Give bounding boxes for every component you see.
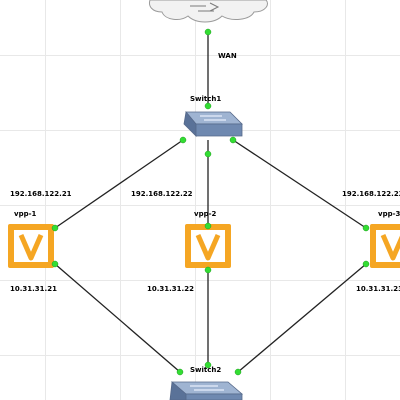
vpp3-label: vpp-3 xyxy=(378,210,400,218)
switch2-node[interactable]: Switch2 xyxy=(169,366,244,400)
port-cloud[interactable] xyxy=(204,28,212,36)
link-vpp3-switch2[interactable] xyxy=(237,263,367,373)
switch2-label: Switch2 xyxy=(190,366,221,374)
links xyxy=(54,32,367,373)
port-vpp1-top[interactable] xyxy=(51,224,59,232)
switch1-label: Switch1 xyxy=(190,95,221,103)
port-switch1-top[interactable] xyxy=(204,102,212,110)
vpp2-label: vpp-2 xyxy=(194,210,216,218)
vpp-router-icon xyxy=(370,224,400,268)
switch-icon xyxy=(169,381,244,400)
port-vpp3-bottom[interactable] xyxy=(362,260,370,268)
vpp1-node[interactable]: 192.168.122.21 vpp-1 10.31.31.21 xyxy=(8,190,72,293)
vpp2-ip-upper: 192.168.122.22 xyxy=(131,190,193,198)
vpp3-ip-lower: 10.31.31.23 xyxy=(356,285,400,293)
link-vpp1-switch2[interactable] xyxy=(54,263,181,373)
vpp3-ip-upper: 192.168.122.23 xyxy=(342,190,400,198)
vpp-router-icon xyxy=(8,224,54,268)
vpp1-ip-upper: 192.168.122.21 xyxy=(10,190,72,198)
port-switch1-right[interactable] xyxy=(229,136,237,144)
link-switch1-vpp3[interactable] xyxy=(232,139,367,229)
port-switch2-left[interactable] xyxy=(176,368,184,376)
vpp2-node[interactable]: 192.168.122.22 vpp-2 10.31.31.22 xyxy=(131,190,231,293)
vpp-router-icon xyxy=(185,224,231,268)
vpp1-ip-lower: 10.31.31.21 xyxy=(10,285,57,293)
vpp3-node[interactable]: 192.168.122.23 vpp-3 10.31.31.23 xyxy=(342,190,400,293)
port-vpp3-top[interactable] xyxy=(362,224,370,232)
cloud-arrows-icon xyxy=(190,2,220,12)
ports xyxy=(51,28,370,376)
cloud-node[interactable] xyxy=(149,0,268,23)
port-switch2-right[interactable] xyxy=(234,368,242,376)
port-switch1-mid[interactable] xyxy=(204,150,212,158)
port-vpp2-top[interactable] xyxy=(204,222,212,230)
link-switch1-vpp1[interactable] xyxy=(54,139,184,229)
port-vpp2-bottom[interactable] xyxy=(204,266,212,274)
switch-icon xyxy=(183,111,243,137)
port-switch2-mid[interactable] xyxy=(204,361,212,369)
switch1-node[interactable]: Switch1 xyxy=(183,95,243,137)
port-switch1-left[interactable] xyxy=(179,136,187,144)
vpp1-label: vpp-1 xyxy=(14,210,36,218)
vpp2-ip-lower: 10.31.31.22 xyxy=(147,285,194,293)
wan-link-label: WAN xyxy=(218,52,237,60)
port-vpp1-bottom[interactable] xyxy=(51,260,59,268)
